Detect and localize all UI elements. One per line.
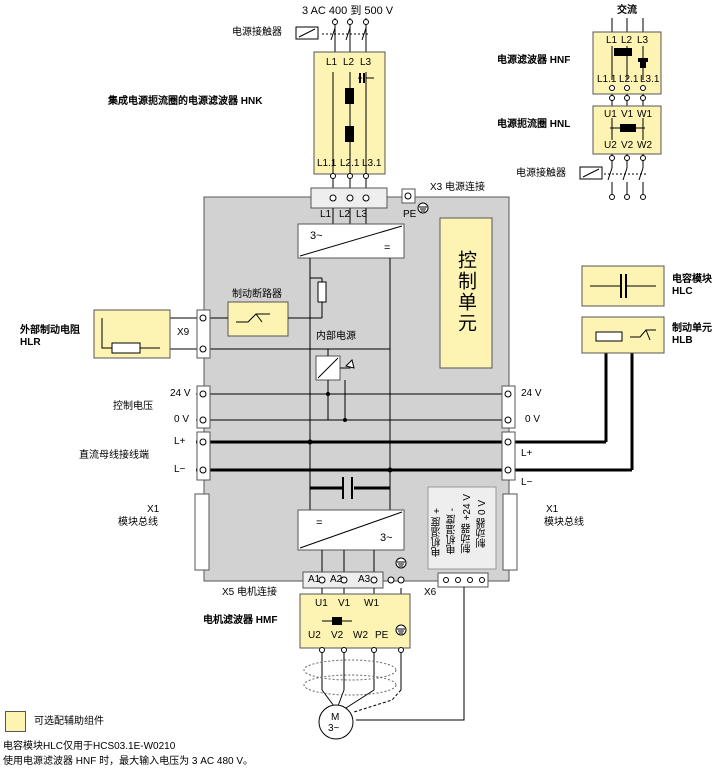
legend-note-1: 电容模块HLC仅用于HCS03.1E-W0210 — [3, 741, 176, 752]
hnl-t1: U1 — [604, 109, 617, 120]
internal-brake-resistor — [317, 281, 327, 303]
hmf-filter-box — [299, 593, 411, 649]
x6-label-motor-temp-minus: 电机温度 - — [447, 508, 458, 555]
x5-t2: A2 — [330, 574, 343, 585]
hnk-b3: L3.1 — [362, 158, 382, 169]
right-x1: X1 — [546, 504, 559, 515]
hnk-t3: L3 — [360, 57, 372, 68]
hnf-t2: L2 — [621, 35, 633, 46]
left-x1: X1 — [147, 504, 160, 515]
hnf-t1: L1 — [606, 35, 618, 46]
right-24v: 24 V — [521, 388, 542, 399]
motor-m-label: M — [331, 712, 340, 723]
hnl-t3: W1 — [637, 109, 652, 120]
hlb-label-2: HLB — [672, 335, 693, 346]
x6-label-motor-temp-plus: 电机温度 + — [432, 508, 443, 557]
left-module-bus: 模块总线 — [118, 517, 158, 528]
left-24v: 24 V — [170, 388, 191, 399]
control-unit-label: 控制单元 — [455, 250, 476, 334]
hlr-label-1: 外部制动电阻 — [20, 325, 80, 336]
hnf-b1: L1.1 — [597, 74, 617, 85]
dc-bus-label: 直流母线接线端 — [79, 450, 149, 461]
hmf-t1: U1 — [315, 598, 328, 609]
hnl-b3: W2 — [637, 140, 652, 151]
hnk-t2: L2 — [343, 57, 355, 68]
hmf-b2: V2 — [331, 630, 344, 641]
hnf-t3: L3 — [637, 35, 649, 46]
x9-terminal — [196, 309, 211, 359]
rectifier-dc-label: = — [384, 242, 391, 254]
x6-label-brake-24v: 制动器 +24 V — [462, 494, 473, 554]
hmf-b3: W2 — [353, 630, 368, 641]
x1-connector-left — [194, 493, 210, 571]
hnk-t1: L1 — [326, 57, 338, 68]
x9-label: X9 — [177, 327, 190, 338]
right-module-bus: 模块总线 — [544, 517, 584, 528]
hnk-title: 集成电源扼流圈的电源滤波器 HNK — [108, 96, 263, 107]
hnl-t2: V1 — [621, 109, 634, 120]
supply-lines-left — [322, 18, 370, 52]
x3-t3: L3 — [356, 209, 368, 220]
motor-symbol — [318, 704, 354, 740]
x5-label: X5 电机连接 — [222, 587, 278, 598]
hlc-label-1: 电容模块 — [672, 274, 712, 285]
control-unit-box — [439, 217, 493, 369]
hnk-b1: L1.1 — [317, 158, 337, 169]
x6-label-panel — [427, 486, 497, 570]
legend-optional-label: 可选配辅助组件 — [34, 716, 104, 727]
supply-voltage-label: 3 AC 400 到 500 V — [302, 5, 394, 17]
left-0v: 0 V — [174, 414, 190, 425]
brake-chopper-switch — [227, 301, 289, 337]
legend-optional-swatch — [5, 711, 26, 732]
hmf-b1: U2 — [308, 630, 321, 641]
contactor-label-right: 电源接触器 — [516, 168, 566, 179]
hmf-t2: V1 — [338, 598, 351, 609]
x3-label: X3 电源连接 — [430, 182, 486, 193]
right-lminus: L− — [521, 477, 533, 488]
hnl-b2: V2 — [621, 140, 634, 151]
control-voltage-label: 控制电压 — [113, 401, 153, 412]
hnf-title: 电源滤波器 HNF — [497, 55, 571, 66]
left-lminus: L− — [174, 464, 186, 475]
hnl-b1: U2 — [604, 140, 617, 151]
x5-t3: A3 — [358, 574, 371, 585]
hnf-b3: L3.1 — [640, 74, 660, 85]
inverter-ac-label: 3~ — [380, 532, 393, 544]
x6-terminal-strip — [437, 572, 489, 588]
control-voltage-terminal-right — [501, 385, 516, 429]
hnk-b2: L2.1 — [340, 158, 360, 169]
right-0v: 0 V — [525, 414, 541, 425]
contactor-label-left: 电源接触器 — [232, 27, 282, 38]
x6-label: X6 — [424, 587, 437, 598]
hmf-t3: W1 — [364, 598, 379, 609]
x1-connector-right — [502, 493, 518, 571]
brake-chopper-label: 制动断路器 — [232, 289, 282, 300]
x3-t4: PE — [403, 209, 417, 220]
x3-t1: L1 — [320, 209, 332, 220]
hlb-label-1: 制动单元 — [672, 323, 712, 334]
hmf-b4: PE — [375, 630, 389, 641]
legend-note-2: 使用电源滤波器 HNF 时，最大输入电压为 3 AC 480 V。 — [3, 756, 254, 767]
inverter-dc-label: = — [316, 517, 323, 529]
motor-cable-shield — [303, 659, 397, 681]
hlr-label-2: HLR — [20, 337, 41, 348]
hlc-label-2: HLC — [672, 286, 693, 297]
hnf-b2: L2.1 — [619, 74, 639, 85]
x6-label-brake-0v: 制动器 0 V — [477, 500, 488, 548]
left-lplus: L+ — [174, 436, 186, 447]
control-voltage-terminal-left — [196, 385, 211, 429]
right-lplus: L+ — [521, 448, 533, 459]
x3-t2: L2 — [339, 209, 351, 220]
internal-supply-label: 内部电源 — [316, 331, 356, 342]
hlb-brake-unit-box — [581, 316, 665, 354]
motor-phase-label: 3~ — [328, 723, 340, 734]
x5-t1: A1 — [308, 574, 321, 585]
ac-label-right: 交流 — [617, 5, 637, 16]
ground-icon — [417, 202, 429, 214]
hnl-title: 电源扼流圈 HNL — [497, 119, 571, 130]
rectifier-ac-label: 3~ — [310, 230, 323, 242]
hmf-title: 电机滤波器 HMF — [203, 615, 278, 626]
